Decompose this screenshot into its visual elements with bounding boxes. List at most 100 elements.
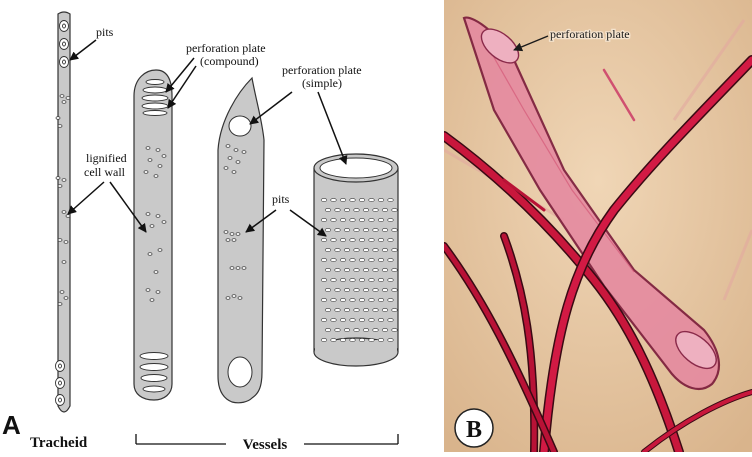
cylinder-pit (368, 338, 375, 342)
cylinder-pit (381, 288, 389, 292)
cylinder-pits (320, 198, 398, 342)
cylinder-pit (358, 298, 366, 302)
cylinder-pit (381, 308, 389, 312)
vessel-compound (133, 69, 173, 401)
cylinder-pit (349, 218, 356, 222)
tracheid-bordered-pits (55, 20, 69, 406)
label-pits-mid: pits (272, 192, 290, 206)
panel-a-arrows (67, 39, 348, 237)
cylinder-pit (330, 278, 337, 282)
cylinder-pit (381, 208, 389, 212)
micrograph-perforation-plate (480, 28, 520, 64)
cylinder-pit (320, 258, 328, 262)
cylinder-pit (362, 228, 370, 232)
cylinder-pit (349, 298, 356, 302)
cylinder-pit (358, 218, 366, 222)
cylinder-pit (372, 308, 379, 312)
cylinder-pit (353, 308, 360, 312)
cylinder-pit (377, 318, 385, 322)
cylinder-pit (381, 268, 389, 272)
vessel-element (462, 16, 720, 391)
simple-plate-top (228, 115, 252, 137)
cylinder-pit (391, 228, 398, 232)
cylinder-pit (324, 328, 332, 332)
cylinder-pit (343, 208, 351, 212)
cylinder-pit (377, 238, 385, 242)
label-lignified-line2: cell wall (84, 165, 126, 179)
cylinder-pit (353, 288, 360, 292)
cylinder-pit (320, 318, 328, 322)
cylinder-pit (377, 278, 385, 282)
cylinder-pit (343, 288, 351, 292)
cylinder-pit (343, 248, 351, 252)
cylinder-pit (324, 268, 332, 272)
cylinder-pit (330, 238, 337, 242)
cylinder-pit (368, 218, 375, 222)
cylinder-pit (387, 298, 394, 302)
cylinder-pit (377, 298, 385, 302)
cylinder-pit (349, 318, 356, 322)
cylinder-pit (330, 258, 337, 262)
cylinder-pit (362, 248, 370, 252)
cylinder-pit (353, 268, 360, 272)
cylinder-pit (358, 318, 366, 322)
cylinder-pit (391, 328, 398, 332)
cylinder-pit (339, 198, 347, 202)
cylinder-pit (368, 258, 375, 262)
cylinder-pit (368, 238, 375, 242)
cylinder-pit (387, 338, 394, 342)
cylinder-pit (320, 198, 328, 202)
cylinder-pit (387, 318, 394, 322)
cylinder-pit (330, 318, 337, 322)
cylinder-pit (343, 228, 351, 232)
cylinder-pit (334, 328, 341, 332)
cylinder-pit (343, 328, 351, 332)
panel-b-micrograph: perforation plate B (444, 0, 752, 452)
cylinder-pit (372, 248, 379, 252)
cylinder-pit (339, 218, 347, 222)
cylinder-pit (334, 228, 341, 232)
cylinder-pit (358, 258, 366, 262)
vessel-simple-pits (223, 144, 247, 300)
cylinder-pit (330, 298, 337, 302)
cylinder-pit (377, 338, 385, 342)
cylinder-pit (320, 338, 328, 342)
cylinder-pit (391, 308, 398, 312)
cylinder-pit (320, 238, 328, 242)
cylinder-pit (324, 208, 332, 212)
cylinder-pit (358, 198, 366, 202)
cylinder-pit (377, 258, 385, 262)
cylinder-pit (349, 278, 356, 282)
cylinder-pit (358, 338, 366, 342)
simple-plate-bottom (227, 356, 253, 388)
label-perf-compound-line1: perforation plate (186, 41, 266, 55)
cylinder-pit (353, 228, 360, 232)
cylinder-pit (339, 318, 347, 322)
cylinder-pit (349, 258, 356, 262)
tracheid (55, 11, 71, 413)
label-perforation-plate: perforation plate (550, 27, 630, 41)
cylinder-pit (343, 308, 351, 312)
cylinder-pit (330, 198, 337, 202)
cylinder-pit (330, 338, 337, 342)
vessels-bracket (135, 434, 399, 445)
cylinder-pit (353, 248, 360, 252)
vessel-simple (217, 76, 265, 404)
panel-a-letter: A (2, 410, 21, 440)
cylinder-pit (381, 248, 389, 252)
cylinder-pit (372, 268, 379, 272)
panel-b-svg: perforation plate B (444, 0, 752, 452)
cylinder-pit (353, 208, 360, 212)
cylinder-pit (324, 288, 332, 292)
cylinder-pit (358, 278, 366, 282)
cylinder-pit (324, 308, 332, 312)
cylinder-pit (362, 268, 370, 272)
cylinder-pit (377, 218, 385, 222)
label-perf-compound-line2: (compound) (200, 54, 259, 68)
cylinder-pit (391, 208, 398, 212)
cylinder-pit (349, 198, 356, 202)
compound-plate-bottom (139, 352, 169, 393)
cylinder-pit (372, 288, 379, 292)
red-fibers (444, 55, 752, 452)
